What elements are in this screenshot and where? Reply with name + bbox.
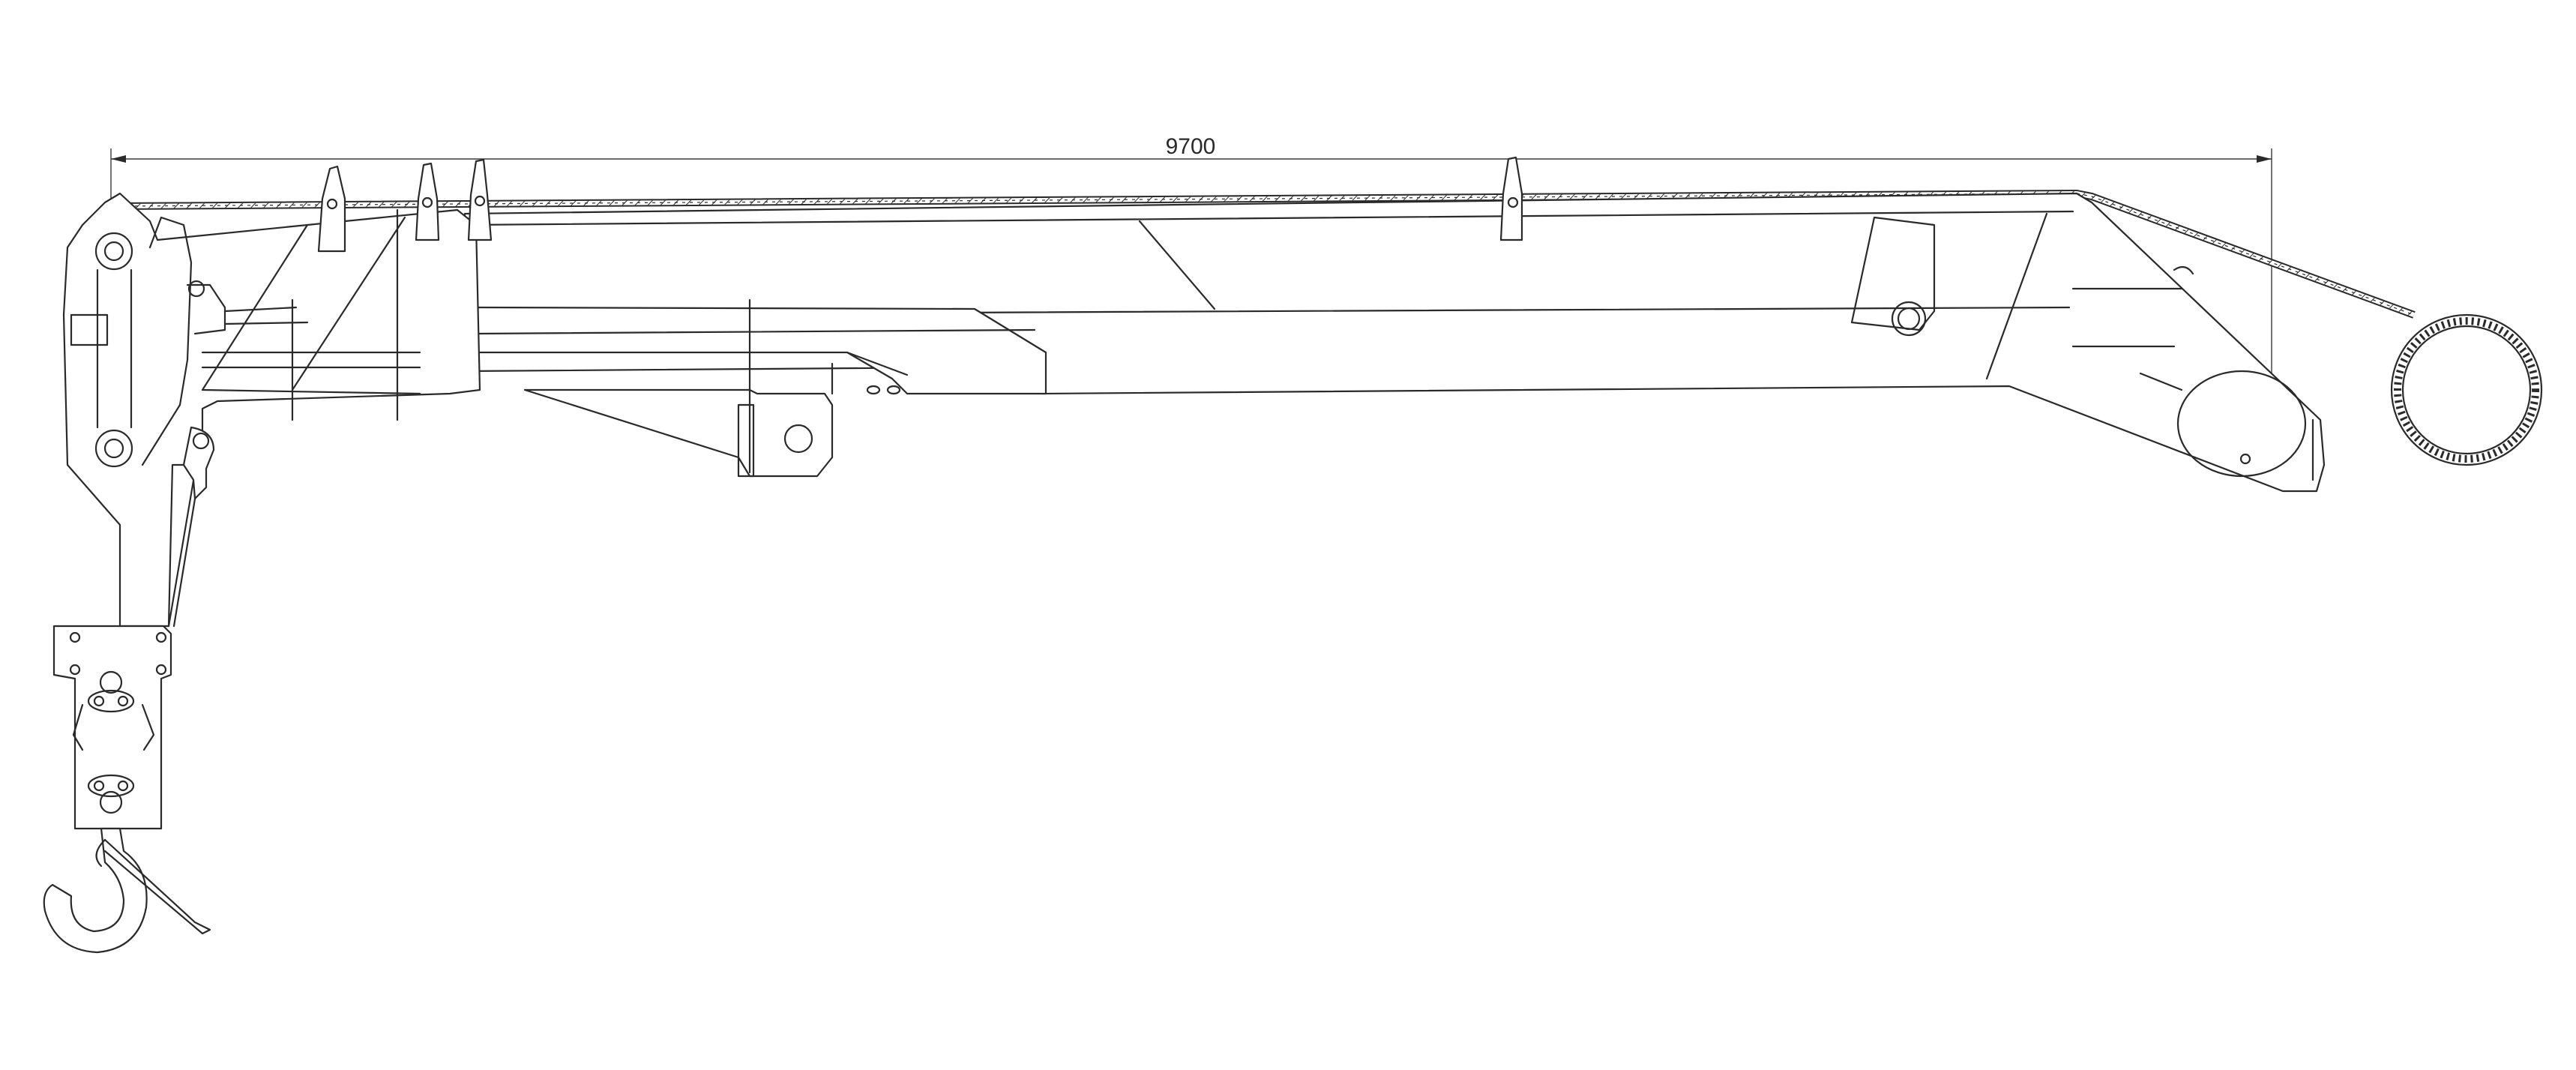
dimension-label: 9700: [1166, 134, 1216, 159]
overall-length-dimension: 9700: [110, 134, 2272, 435]
crane-base: [62, 192, 481, 628]
dimension-arrow-right: [2257, 155, 2272, 163]
inner-boom: [471, 306, 1047, 395]
rope-drum: [2390, 313, 2543, 466]
hoist-rope: [112, 189, 2416, 319]
boom-foot: [523, 298, 901, 478]
dimension-arrow-left: [111, 155, 126, 163]
hook-block: [43, 426, 215, 954]
rope-guides: [317, 156, 1523, 253]
